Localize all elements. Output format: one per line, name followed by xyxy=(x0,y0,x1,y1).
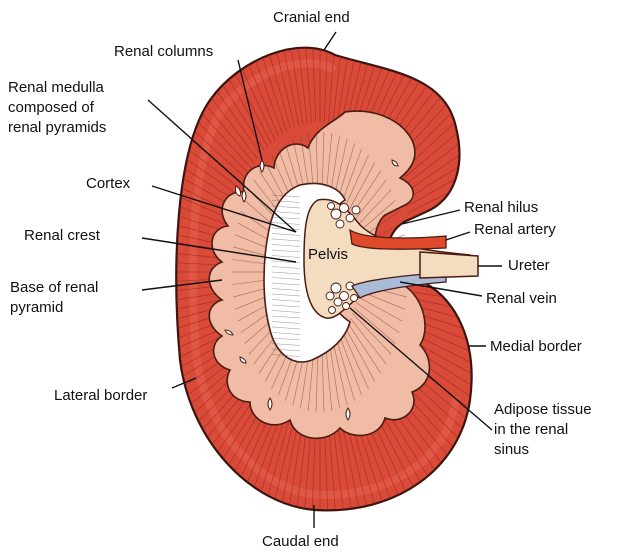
label-ureter: Ureter xyxy=(508,257,550,274)
label-renal-columns: Renal columns xyxy=(114,43,213,60)
label-adipose-2: in the renal xyxy=(494,421,568,438)
label-adipose-1: Adipose tissue xyxy=(494,401,592,418)
label-renal-crest: Renal crest xyxy=(24,227,101,244)
label-medial-border: Medial border xyxy=(490,338,582,355)
label-adipose-3: sinus xyxy=(494,441,529,458)
label-renal-medulla-1: Renal medulla xyxy=(8,79,105,96)
label-caudal-end: Caudal end xyxy=(262,533,339,550)
ureter xyxy=(420,252,478,278)
label-base-renal-pyramid-1: Base of renal xyxy=(10,279,98,296)
label-renal-medulla-2: composed of xyxy=(8,99,95,116)
label-pelvis: Pelvis xyxy=(308,246,348,263)
label-lateral-border: Lateral border xyxy=(54,387,147,404)
label-cranial-end: Cranial end xyxy=(273,9,350,26)
label-renal-vein: Renal vein xyxy=(486,290,557,307)
label-renal-medulla-3: renal pyramids xyxy=(8,119,106,136)
label-renal-artery: Renal artery xyxy=(474,221,556,238)
label-base-renal-pyramid-2: pyramid xyxy=(10,299,63,316)
label-cortex: Cortex xyxy=(86,175,131,192)
label-renal-hilus: Renal hilus xyxy=(464,199,538,216)
